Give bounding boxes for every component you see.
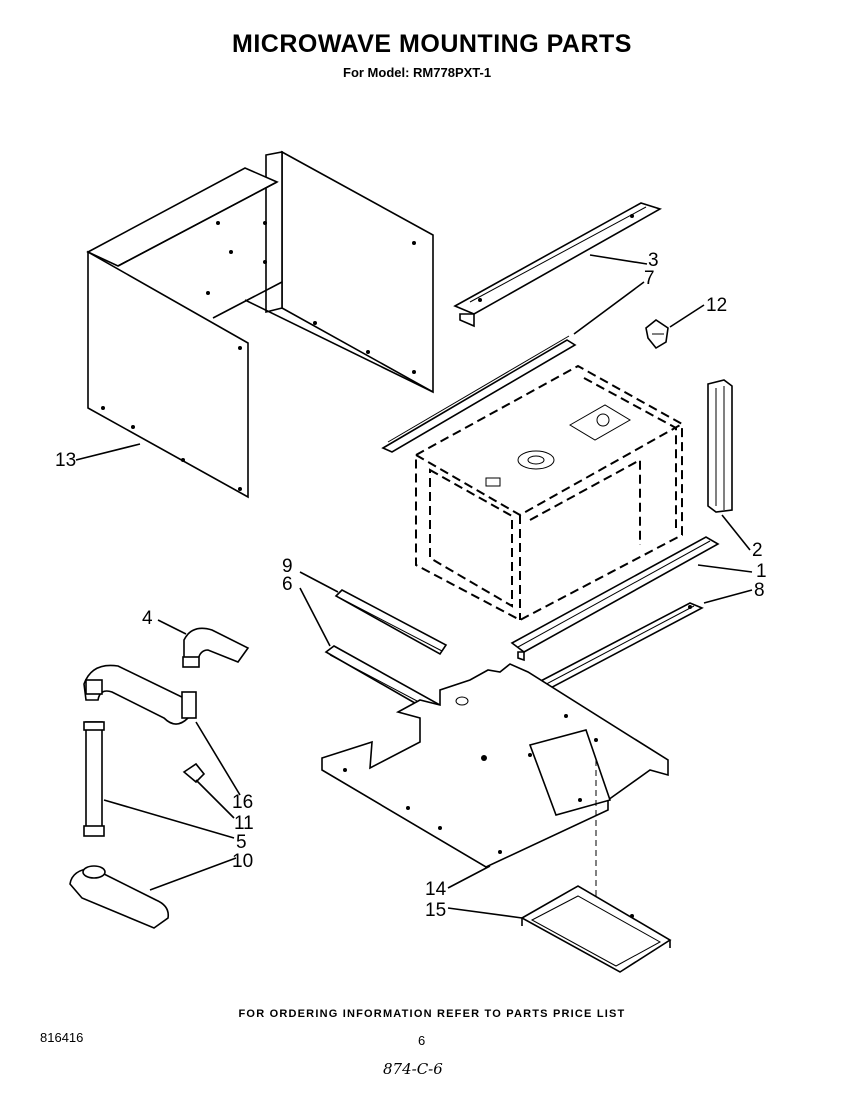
callout-6: 6 xyxy=(282,574,293,595)
callout-4: 4 xyxy=(142,608,153,629)
document-number: 816416 xyxy=(40,1030,84,1045)
callout-2: 2 xyxy=(752,540,763,561)
callout-11: 11 xyxy=(234,813,254,834)
callout-13: 13 xyxy=(55,450,76,471)
callout-1: 1 xyxy=(756,561,767,582)
part-13-cabinet-panels xyxy=(86,150,434,499)
part-14-mounting-plate xyxy=(321,663,669,930)
callout-labels: 13 3 7 12 2 1 8 9 6 4 16 11 5 10 14 15 xyxy=(55,250,767,921)
part-4-elbow xyxy=(182,627,250,668)
callout-3: 3 xyxy=(648,250,659,271)
callout-9: 9 xyxy=(282,556,293,577)
part-15-tray xyxy=(520,885,672,973)
page-number: 6 xyxy=(418,1033,426,1048)
handwritten-note: 874-C-6 xyxy=(383,1060,443,1078)
part-11-clip xyxy=(182,762,206,784)
leader-lines xyxy=(75,254,753,919)
part-9-bracket xyxy=(334,589,448,656)
model-subtitle: For Model: RM778PXT-1 xyxy=(343,65,492,80)
callout-7: 7 xyxy=(644,268,655,289)
part-1-bottom-trim xyxy=(510,536,720,662)
callout-15: 15 xyxy=(425,900,446,921)
part-3-top-rail xyxy=(453,202,662,328)
ordering-note: FOR ORDERING INFORMATION REFER TO PARTS … xyxy=(238,1008,626,1020)
part-7-front-strip xyxy=(381,335,577,453)
callout-16: 16 xyxy=(232,792,253,813)
part-10-base-cap xyxy=(69,865,170,929)
callout-14: 14 xyxy=(425,879,447,900)
part-12-clip xyxy=(645,319,669,350)
callout-10: 10 xyxy=(232,851,253,872)
part-16-duct-tube xyxy=(83,664,197,725)
part-5-pipe xyxy=(83,721,105,837)
part-2-vertical-trim xyxy=(707,379,733,513)
callout-12: 12 xyxy=(706,295,727,316)
page-title: MICROWAVE MOUNTING PARTS xyxy=(232,30,632,58)
callout-5: 5 xyxy=(236,832,247,853)
callout-8: 8 xyxy=(754,580,765,601)
microwave-body-outline xyxy=(415,364,683,622)
